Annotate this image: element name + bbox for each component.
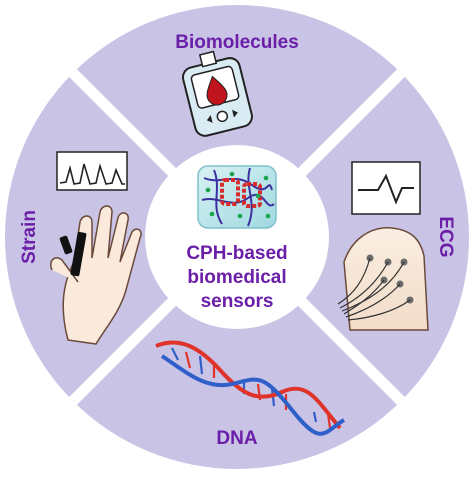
glucose-meter-icon [182, 50, 253, 137]
hand-strain-sensor-icon [50, 151, 142, 345]
label-dna: DNA [216, 428, 257, 449]
dna-helix-icon [155, 340, 346, 436]
label-biomolecules: Biomolecules [175, 32, 299, 53]
center-line-1: CPH-based [186, 243, 287, 264]
center-line-3: sensors [201, 291, 274, 312]
center-disc [145, 145, 329, 329]
center-line-2: biomedical [187, 267, 286, 288]
label-ecg: ECG [435, 216, 456, 257]
center-title: CPH-based biomedical sensors [186, 243, 287, 312]
label-strain: Strain [19, 210, 40, 264]
chest-electrodes-icon [337, 161, 429, 331]
hydrogel-cube-icon [197, 165, 277, 229]
